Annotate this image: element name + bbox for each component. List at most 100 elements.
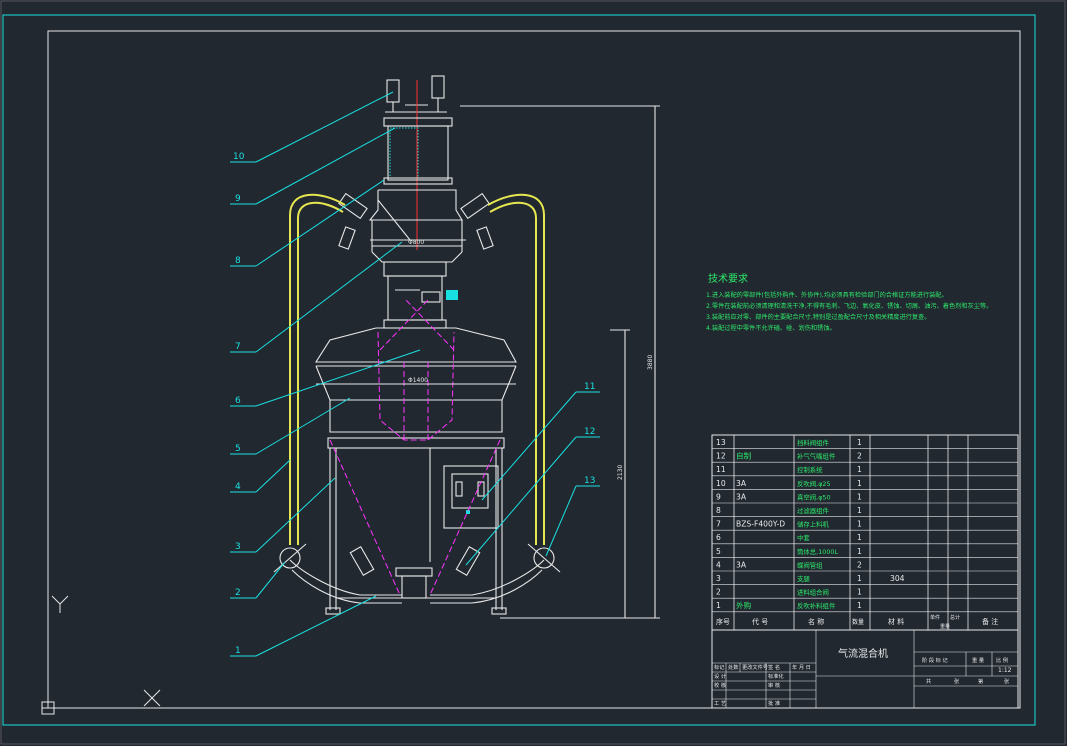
leader-6: 6 — [235, 396, 241, 406]
bom-cell-name: 反吹补料组件 — [797, 601, 836, 610]
sig-label-check: 校 核 — [714, 681, 726, 689]
bom-cell-no: 10 — [716, 479, 726, 488]
machine-drawing — [273, 75, 660, 619]
bom-cell-qty: 1 — [857, 506, 862, 515]
bom-cell-name: 过滤器组件 — [797, 506, 830, 515]
bom-cell-qty: 1 — [857, 520, 862, 529]
bom-cell-qty: 1 — [857, 465, 862, 474]
sig-label-docno: 更改文件号 — [742, 663, 768, 671]
bom-cell-name: 支腿 — [797, 574, 810, 583]
ucs-icon — [41, 595, 161, 715]
leader-13: 13 — [584, 476, 595, 486]
bom-cell-name: 补气气嘴组件 — [797, 452, 836, 461]
bom-cell-no: 3 — [716, 574, 721, 583]
bom-cell-no: 13 — [716, 438, 726, 447]
bom-header-no: 序号 — [716, 617, 730, 626]
bom-cell-qty: 2 — [857, 452, 862, 461]
bom-header-code: 代 号 — [752, 617, 768, 626]
drawing-title: 气流混合机 — [838, 647, 888, 660]
bom-cell-code: 3A — [736, 479, 747, 488]
bom-cell-no: 11 — [716, 465, 726, 474]
dim-diameter-bottom: Φ1400 — [408, 377, 428, 384]
sig-label-count: 处数 — [728, 663, 739, 671]
sig-label-design: 设 计 — [714, 672, 726, 680]
bom-cell-name: 挡料阀组件 — [797, 438, 830, 447]
bom-cell-no: 12 — [716, 452, 726, 461]
bom-cell-qty: 1 — [857, 574, 862, 583]
sig-label-date: 年 月 日 — [792, 663, 811, 671]
title-block: 气流混合机 1:12 标记 处数 更改文件号 签 名 年 月 日 设 计 标准化… — [711, 629, 1019, 709]
leader-9: 9 — [235, 194, 241, 204]
bom-header-weight: 重量 — [940, 623, 950, 630]
dim-diameter-top: Φ800 — [408, 239, 424, 246]
bom-cell-qty: 1 — [857, 547, 862, 556]
outer-border — [2, 14, 1036, 726]
bom-cell-no: 1 — [716, 601, 721, 610]
sig-label-approve: 批 准 — [768, 699, 780, 707]
bom-header-unit: 单件 — [930, 614, 940, 621]
bom-cell-code: 自制 — [736, 451, 752, 461]
bom-cell-name: 中套 — [797, 533, 810, 542]
bom-cell-name: 储存上料机 — [797, 520, 830, 529]
bom-header-name: 名 称 — [808, 617, 824, 626]
bom-cell-name: 控制系统 — [797, 465, 823, 474]
inner-border — [47, 30, 1021, 709]
bom-cell-code: 外购 — [736, 600, 752, 610]
bom-cell-qty: 1 — [857, 533, 862, 542]
tech-requirements: 技术要求 1.进入装配的零部件(包括外购件、外协件),均必须具有检验部门的合格证… — [706, 272, 992, 332]
leader-4: 4 — [235, 482, 241, 492]
sheet-label-sheets-1: 张 — [954, 677, 960, 685]
leader-12: 12 — [584, 427, 595, 437]
leader-2: 2 — [235, 588, 241, 598]
bom-cell-no: 8 — [716, 506, 721, 515]
sig-label-review: 审 核 — [768, 681, 780, 689]
bom-cell-code: BZS-F400Y-D — [736, 520, 785, 529]
bom-cell-qty: 2 — [857, 560, 862, 569]
bom-cell-material: 304 — [890, 574, 905, 583]
leader-10: 10 — [233, 152, 245, 162]
tech-line-4: 4.装配过程中零件不允许磕、碰、划伤和锈蚀。 — [706, 324, 836, 332]
bom-cell-no: 6 — [716, 533, 721, 542]
bom-cell-code: 3A — [736, 560, 747, 569]
bom-cell-no: 5 — [716, 547, 721, 556]
leader-numbers: 10 9 8 7 6 5 4 3 2 1 11 12 13 — [233, 152, 595, 656]
leader-3: 3 — [235, 542, 241, 552]
bom-cell-name: 蝶阀管组 — [797, 560, 823, 569]
bom-cell-qty: 1 — [857, 588, 862, 597]
stage-header-weight: 重 量 — [972, 656, 984, 664]
bom-cell-no: 9 — [716, 492, 721, 501]
leader-7: 7 — [235, 342, 241, 352]
bom-cell-code: 3A — [736, 492, 747, 501]
sheet-label-sheets-2: 张 — [1004, 677, 1010, 685]
bom-cell-qty: 1 — [857, 438, 862, 447]
leader-8: 8 — [235, 256, 241, 266]
bom-cell-no: 4 — [716, 560, 721, 569]
stage-header-stage: 阶 段 标 记 — [922, 656, 948, 664]
bom-header-total: 总计 — [950, 614, 960, 621]
bom-cell-no: 2 — [716, 588, 721, 597]
stage-header-scale: 比 例 — [996, 656, 1008, 664]
bom-cell-qty: 1 — [857, 479, 862, 488]
leader-11: 11 — [584, 382, 595, 392]
sig-label-process: 工 艺 — [714, 700, 726, 707]
bom-header-note: 备 注 — [982, 617, 998, 626]
bom-cell-qty: 1 — [857, 492, 862, 501]
bom-cell-name: 进料组合阀 — [797, 588, 829, 597]
leader-5: 5 — [235, 444, 241, 454]
dim-height-lower: 2130 — [617, 465, 624, 480]
sig-label-standard: 标准化 — [768, 672, 784, 680]
scale-value: 1:12 — [998, 667, 1012, 674]
bom-cell-name: 反吹阀,φ25 — [797, 479, 831, 488]
bom-header-qty: 数量 — [852, 618, 864, 626]
leader-lines — [230, 91, 600, 657]
bom-cell-qty: 1 — [857, 601, 862, 610]
bom-cell-name: 真空阀,φ50 — [797, 492, 831, 501]
tech-heading: 技术要求 — [708, 272, 748, 285]
bom-cell-no: 7 — [716, 520, 721, 529]
sig-label-mark: 标记 — [714, 663, 724, 671]
sheet-label-no: 第 — [978, 677, 983, 685]
leader-1: 1 — [235, 646, 241, 656]
